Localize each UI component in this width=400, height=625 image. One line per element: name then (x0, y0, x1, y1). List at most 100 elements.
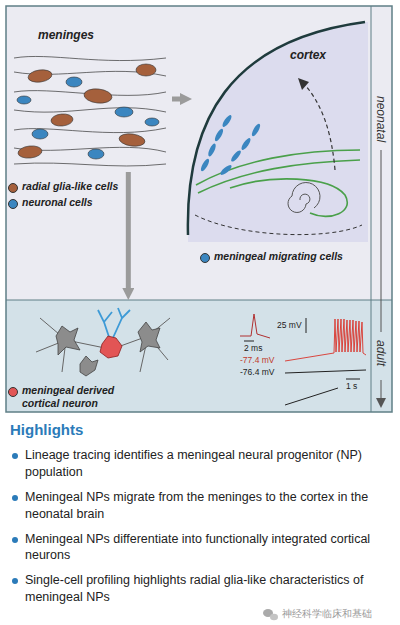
bullet-dot (12, 453, 18, 459)
panel-frame (6, 6, 392, 412)
legend-text: meningeal migrating cells (214, 250, 343, 263)
migrating-cell (219, 164, 233, 177)
meningeal-layers (196, 150, 360, 216)
region-label: cortex (290, 48, 326, 62)
bullet-dot (12, 578, 18, 584)
subthreshold-trace (285, 370, 366, 373)
label-slot: -77.4 mV (240, 355, 275, 365)
legend-swatch (200, 253, 210, 263)
migrating-cell (221, 114, 233, 128)
radial-glia-cell (136, 64, 156, 76)
radial-glia-cell (17, 145, 42, 159)
fiber (14, 163, 166, 166)
highlight-item: Meningeal NPs differentiate into functio… (12, 531, 386, 565)
panel-divider (6, 300, 392, 301)
migrating-cell (207, 143, 217, 158)
legend-text: meningeal derived cortical neuron (22, 384, 134, 409)
flow-arrow (172, 97, 180, 102)
neuronal-cell (32, 129, 48, 139)
neuronal-cell (145, 118, 159, 126)
neuron (80, 356, 98, 376)
fiber (14, 108, 166, 112)
flow-arrow (126, 172, 131, 288)
neuron (138, 322, 160, 352)
legend-text: neuronal cells (22, 196, 93, 209)
cortex-area (188, 22, 368, 242)
meningeal-fibers (14, 56, 166, 166)
stage-label: adult (374, 340, 388, 366)
migration-arrowhead (298, 78, 309, 90)
legend-item: meningeal migrating cells (200, 250, 343, 263)
trace-label: 25 mV (277, 320, 302, 330)
bullet-dot (12, 495, 18, 501)
trace-label: -76.4 mV (240, 367, 275, 377)
neuron-processes (36, 318, 170, 372)
label-slot: 1 s (346, 381, 357, 391)
migrating-cells (199, 114, 261, 177)
timeline-strip-edge (371, 6, 372, 412)
radial-glia-cell (27, 68, 52, 83)
trace-label: 1 s (346, 381, 357, 391)
migration-arrow (304, 84, 335, 170)
derived-neuron (100, 336, 122, 358)
neuronal-cell (115, 107, 133, 117)
radial-glia-cell (83, 88, 112, 105)
icon-bubble (270, 614, 278, 620)
trace-label: 2 ms (244, 343, 262, 353)
highlight-item: Single-cell profiling highlights radial … (12, 572, 386, 606)
neuronal-cell (88, 149, 104, 159)
highlight-text: Meningeal NPs migrate from the meninges … (25, 489, 386, 523)
region-label: meninges (38, 28, 94, 42)
stage-label: neonatal (374, 96, 388, 142)
legend-item: meningeal derived cortical neuron (8, 384, 134, 409)
ramp-stimulus (285, 388, 338, 405)
label-slot: -76.4 mV (240, 367, 275, 377)
highlight-text: Single-cell profiling highlights radial … (25, 572, 386, 606)
neuronal-cell (17, 96, 31, 104)
legend-item: radial glia-like cells (8, 180, 118, 193)
bullet-dot (12, 537, 18, 543)
label-slot: 2 ms (244, 343, 262, 353)
blue-dendrites (98, 308, 130, 340)
spike-inset (240, 314, 270, 338)
grey-neurons (56, 322, 160, 376)
migrating-cell (230, 149, 243, 163)
timeline-arrowhead (376, 398, 386, 408)
section-heading: Highlights (10, 421, 83, 438)
watermark: 神经科学临床和基础 (280, 607, 374, 621)
migrating-cell (199, 158, 210, 173)
dashed-outline (195, 215, 362, 235)
highlight-text: Lineage tracing identifies a meningeal n… (25, 447, 386, 481)
label-slot: 神经科学临床和基础 (280, 607, 374, 621)
brain-outline (188, 22, 365, 235)
neuronal-cell (66, 77, 82, 87)
heading-slot: Highlights (10, 421, 83, 438)
trace-label: -77.4 mV (240, 355, 275, 365)
meningeal-layer (230, 179, 347, 216)
timeline-line (381, 150, 382, 332)
highlight-item: Lineage tracing identifies a meningeal n… (12, 447, 386, 481)
legend-text: radial glia-like cells (22, 180, 118, 193)
neonatal-ground (6, 6, 392, 300)
tissue-panel: meninges (10, 26, 172, 172)
fiber (14, 56, 166, 60)
migrating-cell (250, 123, 261, 138)
scale-bar (346, 379, 360, 380)
radial-glia-cell (118, 132, 145, 148)
adult-ground (6, 300, 392, 412)
scale-bar (306, 318, 307, 333)
legend-swatch (8, 183, 18, 193)
highlight-item: Meningeal NPs migrate from the meninges … (12, 489, 386, 523)
migrating-cell (213, 128, 224, 143)
scale-bar (244, 341, 254, 342)
migrating-cell (240, 137, 252, 151)
label-slot: 25 mV (277, 320, 302, 330)
wechat-icon (263, 609, 278, 620)
highlight-text: Meningeal NPs differentiate into functio… (25, 531, 386, 565)
meningeal-cells (17, 64, 159, 159)
brain-section: cortex (192, 20, 368, 242)
timeline-line (381, 380, 382, 398)
